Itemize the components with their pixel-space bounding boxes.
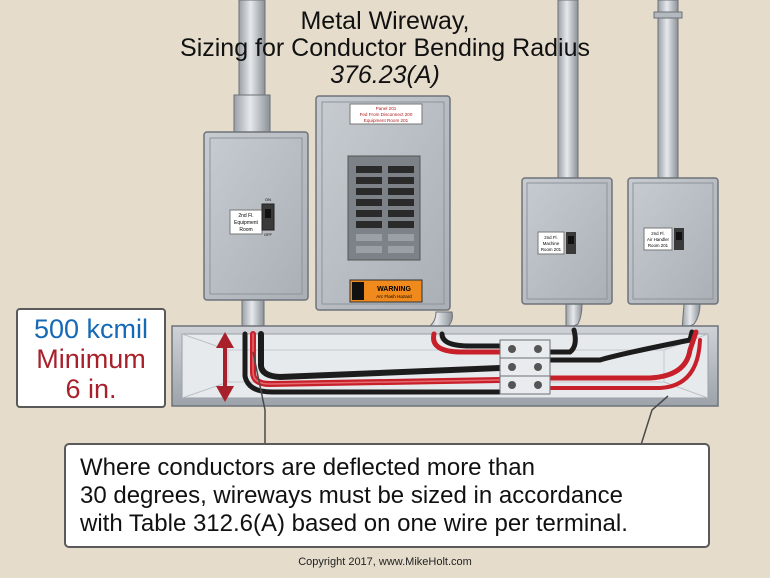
warning-sub: Arc Flash Hazard [376, 294, 412, 299]
rule-note-line-1: Where conductors are deflected more than [80, 454, 535, 481]
terminal-blocks [499, 339, 551, 395]
disconnect-right-label-1: 2nd Fl. [651, 231, 664, 236]
warning-title: WARNING [377, 286, 411, 293]
disconnect-left-label-2: Equipment [234, 220, 259, 226]
panel-label-2: Fed From Disconnect 200 [360, 112, 413, 117]
breakers [356, 166, 414, 253]
disconnect-mid-label-2: Machine [543, 241, 560, 246]
rule-note-line-2: 30 degrees, wireways must be sized in ac… [80, 482, 623, 509]
leader-lines [252, 351, 669, 449]
disconnect-right-label-3: Room 201 [648, 243, 669, 248]
rule-note: Where conductors are deflected more than… [64, 443, 710, 548]
title-line-1: Metal Wireway, [300, 7, 470, 35]
dimension-arrow [216, 332, 234, 402]
title-code-reference: 376.23(A) [330, 61, 440, 89]
panel-label-1: Panel 201 [376, 106, 397, 111]
panelboard: Panel 201 Fed From Disconnect 200 Equipm… [315, 95, 451, 311]
disconnect-mid-label-3: Room 201 [541, 247, 562, 252]
disconnect-right-label-2: Air Handler [647, 237, 669, 242]
copyright: Copyright 2017, www.MikeHolt.com [298, 556, 472, 568]
conductor-size: 500 kcmil [33, 314, 149, 344]
panel-label-3: Equipment Room 201 [364, 118, 409, 123]
disconnect-left-label-1: 2nd Fl. [238, 213, 253, 219]
disconnect-left: 2nd Fl. Equipment Room ON OFF [203, 131, 309, 301]
disconnect-right: 2nd Fl. Air Handler Room 201 [627, 177, 719, 305]
conductors [242, 327, 702, 395]
minimum-dimension: 6 in. [65, 374, 117, 404]
disconnect-mid-label-1: 2nd Fl. [544, 235, 557, 240]
minimum-label: Minimum [36, 344, 146, 374]
title-line-2: Sizing for Conductor Bending Radius [180, 34, 590, 62]
switch-on-label-left: ON [265, 197, 271, 202]
disconnect-mid: 2nd Fl. Machine Room 201 [521, 177, 613, 305]
rule-note-line-3: with Table 312.6(A) based on one wire pe… [80, 510, 628, 537]
dimension-callout: 500 kcmil Minimum 6 in. [16, 308, 166, 408]
switch-off-label-left: OFF [264, 232, 273, 237]
disconnect-left-label-3: Room [239, 227, 252, 233]
